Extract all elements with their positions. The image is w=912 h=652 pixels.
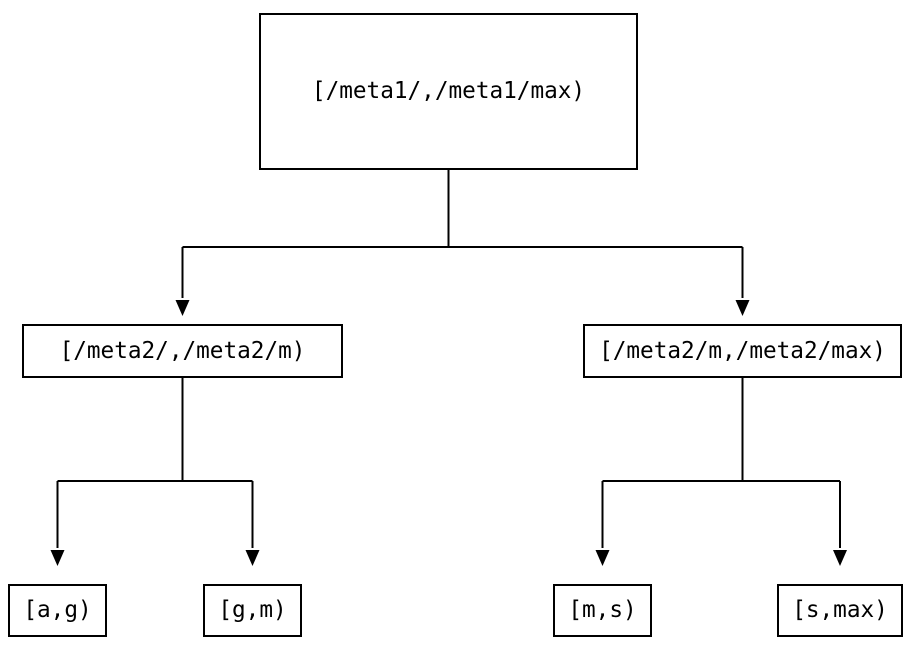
edge-mid-left-to-children (56, 378, 254, 548)
node-leaf-ms: [m,s) (553, 584, 652, 637)
node-leaf-ag-label: [a,g) (23, 597, 92, 624)
node-leaf-smax: [s,max) (777, 584, 903, 637)
arrowhead-mid-right (735, 300, 750, 316)
node-leaf-ag: [a,g) (8, 584, 107, 637)
node-meta2-low-label: [/meta2/,/meta2/m) (59, 337, 306, 364)
arrowhead-mid-left (175, 300, 190, 316)
edge-root-to-children (181, 170, 744, 298)
node-root-label: [/meta1/,/meta1/max) (311, 78, 586, 105)
node-leaf-gm-label: [g,m) (218, 597, 287, 624)
edge-mid-right-to-children (601, 378, 841, 548)
arrowheads-left-subtree (50, 550, 260, 566)
arrowhead-leaf-gm (245, 550, 260, 566)
node-meta2-high-label: [/meta2/m,/meta2/max) (599, 337, 886, 364)
node-meta2-high: [/meta2/m,/meta2/max) (583, 324, 902, 378)
arrowheads-level1 (175, 300, 750, 316)
arrowhead-leaf-ms (595, 550, 610, 566)
node-root: [/meta1/,/meta1/max) (259, 13, 638, 170)
node-leaf-gm: [g,m) (203, 584, 302, 637)
arrowhead-leaf-ag (50, 550, 65, 566)
node-meta2-low: [/meta2/,/meta2/m) (22, 324, 343, 378)
node-leaf-smax-label: [s,max) (792, 597, 888, 624)
node-leaf-ms-label: [m,s) (568, 597, 637, 624)
arrowhead-leaf-smax (833, 550, 847, 566)
arrowheads-right-subtree (595, 550, 847, 566)
